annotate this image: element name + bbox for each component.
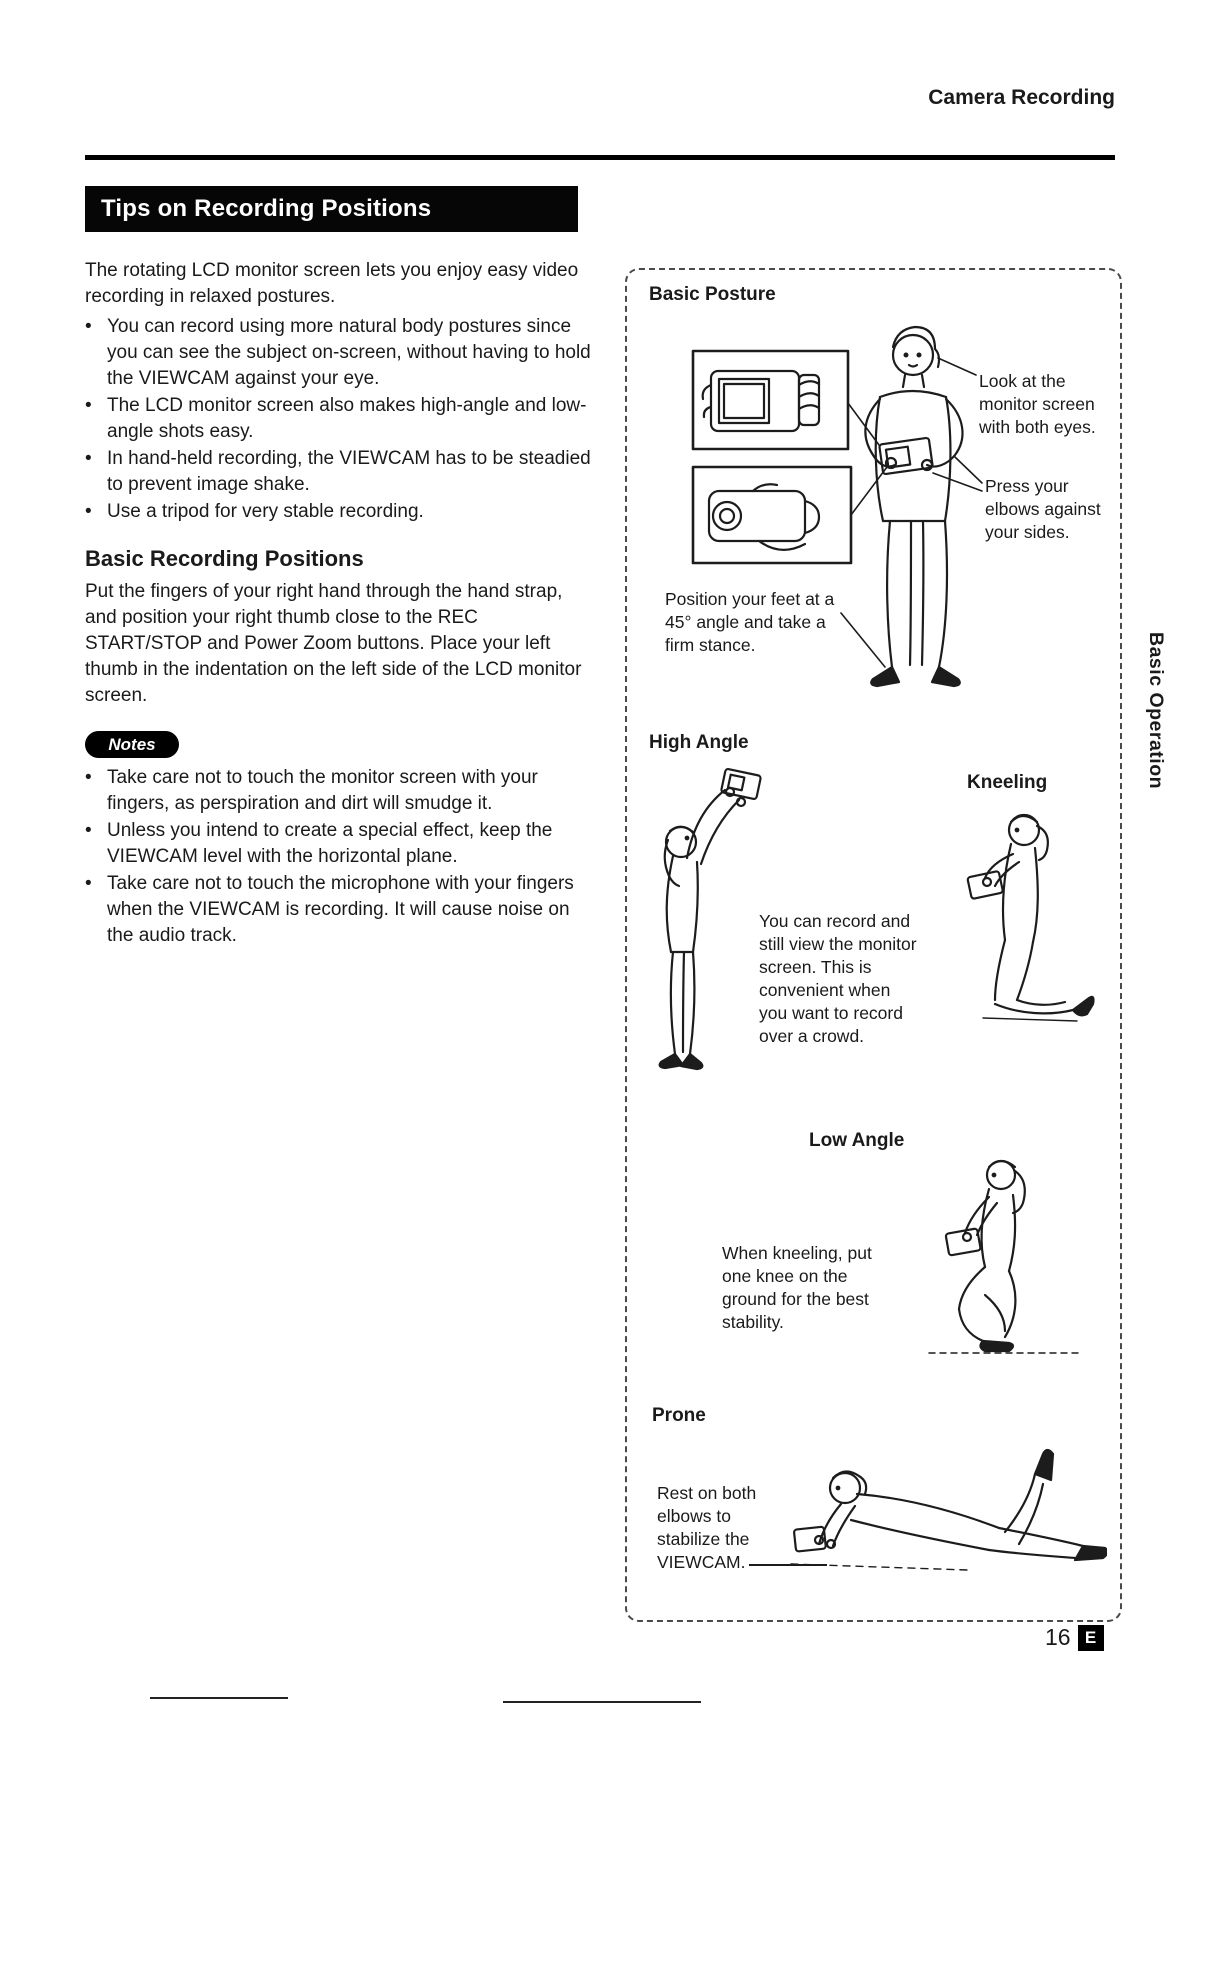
- subsection-heading: Basic Recording Positions: [85, 546, 364, 571]
- scan-artifact-line: [150, 1697, 288, 1699]
- illustration-panel: Basic Posture: [625, 268, 1122, 1622]
- section-title: Tips on Recording Positions: [101, 195, 432, 222]
- low-angle-caption: When kneeling, put one knee on the groun…: [722, 1243, 872, 1332]
- standing-figure-illustration: [864, 325, 964, 688]
- camcorder-icon: [720, 767, 762, 801]
- hand-grip-inset-illustration: [691, 349, 850, 451]
- notes-list: • Take care not to touch the monitor scr…: [85, 765, 597, 949]
- prone-illustration: [790, 1448, 1107, 1571]
- subsection-body: Put the fingers of your right hand throu…: [85, 581, 582, 706]
- prone-heading: Prone: [652, 1405, 706, 1426]
- note-text: Take care not to touch the monitor scree…: [107, 767, 538, 814]
- list-item: • Use a tripod for very stable recording…: [85, 499, 597, 525]
- list-item: • Unless you intend to create a special …: [85, 818, 597, 870]
- basic-posture-illustration: [691, 325, 983, 688]
- bullet-list: • You can record using more natural body…: [85, 314, 597, 525]
- edition-mark-badge: E: [1077, 1624, 1104, 1651]
- list-item: • You can record using more natural body…: [85, 314, 597, 392]
- callout-elbows: Press your elbows against your sides.: [985, 476, 1101, 542]
- bullet-text: The LCD monitor screen also makes high-a…: [107, 395, 587, 442]
- high-angle-figure-illustration: [658, 767, 762, 1071]
- list-item: • Take care not to touch the monitor scr…: [85, 765, 597, 817]
- bullet-dot: •: [85, 448, 92, 469]
- basic-posture-heading: Basic Posture: [649, 284, 776, 305]
- high-angle-illustration: [658, 767, 762, 1071]
- camcorder-icon: [966, 870, 1004, 900]
- camcorder-icon: [793, 1525, 827, 1553]
- inset-pointer-line: [847, 402, 880, 446]
- inset-pointer-line: [850, 466, 888, 516]
- bullet-text: Use a tripod for very stable recording.: [107, 501, 424, 522]
- bullet-dot: •: [85, 820, 92, 841]
- low-angle-figure-illustration: [928, 1159, 1080, 1354]
- header-rule: [85, 155, 1115, 160]
- page-footer: 16 E: [1045, 1624, 1104, 1651]
- bullet-text: In hand-held recording, the VIEWCAM has …: [107, 448, 591, 495]
- prone-figure-illustration: [790, 1448, 1107, 1571]
- kneeling-figure-illustration: [966, 813, 1095, 1022]
- scan-artifact-line: [503, 1701, 701, 1703]
- notes-label: Notes: [108, 734, 156, 754]
- section-title-banner: Tips on Recording Positions: [85, 186, 578, 232]
- callout-feet: Position your feet at a 45° angle and ta…: [665, 589, 835, 655]
- page-header: Camera Recording: [928, 86, 1115, 109]
- prone-caption: Rest on both elbows to stabilize the VIE…: [657, 1483, 757, 1572]
- callout-leader-line: [840, 612, 886, 668]
- callout-leader-line: [937, 357, 977, 376]
- high-angle-heading: High Angle: [649, 732, 749, 753]
- bullet-dot: •: [85, 873, 92, 894]
- kneeling-illustration: [966, 813, 1095, 1022]
- notes-badge: Notes: [85, 731, 179, 758]
- high-angle-caption: You can record and still view the monito…: [759, 911, 917, 1046]
- camcorder-icon: [944, 1227, 982, 1257]
- note-text: Take care not to touch the microphone wi…: [107, 873, 574, 946]
- low-angle-heading: Low Angle: [809, 1130, 905, 1151]
- list-item: • In hand-held recording, the VIEWCAM ha…: [85, 446, 597, 498]
- callout-leader-line: [932, 456, 983, 492]
- side-tab-basic-operation: Basic Operation: [1145, 632, 1167, 790]
- list-item: • The LCD monitor screen also makes high…: [85, 393, 597, 445]
- prone-leader-line: [749, 1564, 827, 1566]
- left-column: The rotating LCD monitor screen lets you…: [85, 258, 597, 950]
- bullet-dot: •: [85, 316, 92, 337]
- intro-paragraph: The rotating LCD monitor screen lets you…: [85, 260, 579, 307]
- bullet-dot: •: [85, 395, 92, 416]
- bullet-dot: •: [85, 501, 92, 522]
- low-angle-illustration: [928, 1159, 1080, 1354]
- list-item: • Take care not to touch the microphone …: [85, 871, 597, 949]
- bullet-text: You can record using more natural body p…: [107, 316, 591, 389]
- callout-eyes: Look at the monitor screen with both eye…: [979, 371, 1096, 437]
- hand-strap-inset-illustration: [691, 465, 853, 565]
- kneeling-heading: Kneeling: [967, 772, 1048, 793]
- note-text: Unless you intend to create a special ef…: [107, 820, 553, 867]
- bullet-dot: •: [85, 767, 92, 788]
- page-number: 16: [1045, 1624, 1071, 1650]
